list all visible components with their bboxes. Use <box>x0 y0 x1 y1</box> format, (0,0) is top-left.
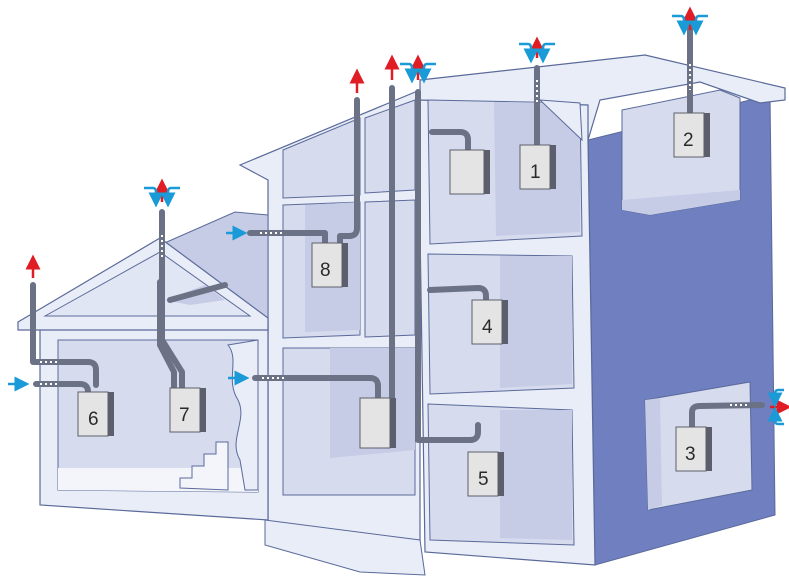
heater-7: 7 <box>170 388 206 432</box>
heater-1-label: 1 <box>530 162 541 183</box>
heater-3-label: 3 <box>685 444 696 465</box>
heater-7-label: 7 <box>179 405 190 426</box>
left-house <box>18 212 268 520</box>
heater-3: 3 <box>676 427 712 471</box>
heater-6-label: 6 <box>88 409 99 430</box>
room-3-back <box>645 398 662 510</box>
heater-8: 8 <box>312 243 348 287</box>
room-5-back <box>500 410 572 540</box>
heater-8-label: 8 <box>320 260 331 281</box>
middle-upper-room <box>283 118 360 198</box>
intake-curved-arrow-icon <box>400 64 412 76</box>
heater-5: 5 <box>468 452 504 496</box>
heater-unlabeled-middle-lower <box>360 398 396 448</box>
heater-1: 1 <box>520 145 556 189</box>
heater-4: 4 <box>472 300 508 344</box>
heater-6: 6 <box>78 392 114 436</box>
intake-curved-arrow-icon <box>424 64 436 76</box>
room-4-back <box>500 256 572 388</box>
intake-curved-arrow-icon <box>775 414 784 424</box>
heater-2-label: 2 <box>683 130 694 151</box>
intake-curved-arrow-icon <box>696 16 708 28</box>
intake-curved-arrow-icon <box>144 188 156 200</box>
intake-curved-arrow-icon <box>519 44 531 56</box>
heater-5-label: 5 <box>478 469 489 490</box>
heater-2: 2 <box>674 113 710 157</box>
intake-curved-arrow-icon <box>168 188 180 200</box>
heater-unlabeled-room-1 <box>450 150 490 194</box>
intake-curved-arrow-icon <box>543 44 555 56</box>
intake-curved-arrow-icon <box>775 390 784 400</box>
heater-4-label: 4 <box>482 317 493 338</box>
intake-curved-arrow-icon <box>672 16 684 28</box>
